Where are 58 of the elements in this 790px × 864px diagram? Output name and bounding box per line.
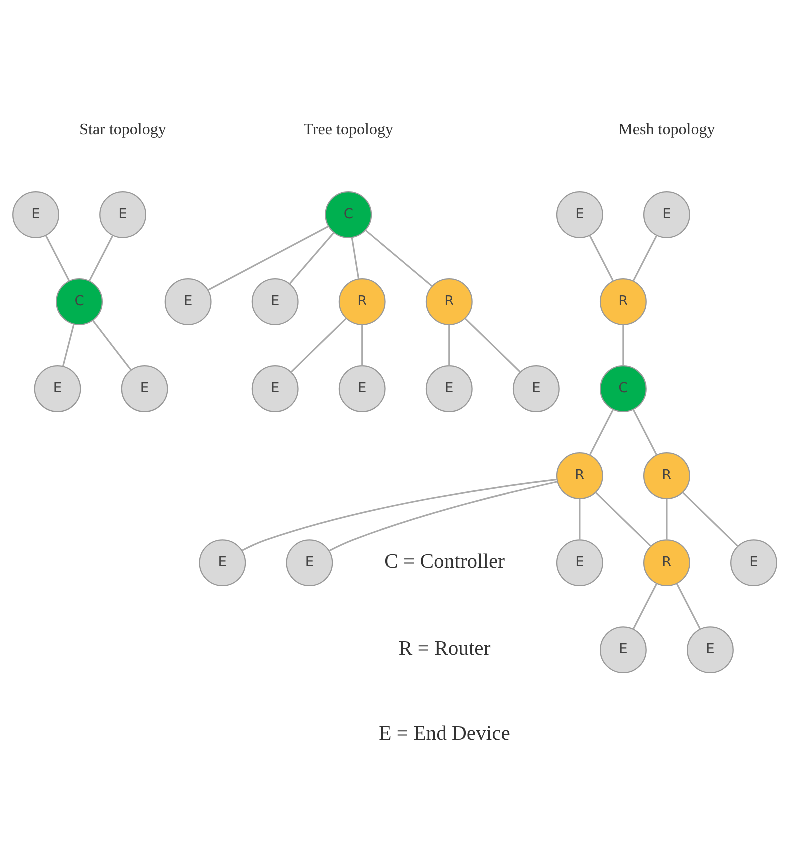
node-circle: E <box>164 278 212 325</box>
label: C = Controller <box>384 550 506 573</box>
connector <box>62 324 75 366</box>
node-circle: R <box>643 539 690 586</box>
node-circle: E <box>121 365 168 412</box>
connector <box>682 492 739 547</box>
connector <box>632 408 658 456</box>
connector <box>92 320 132 370</box>
node-circle: C <box>56 278 103 325</box>
label: Star topology <box>80 120 166 138</box>
connector <box>365 229 433 286</box>
connector <box>676 582 702 630</box>
connector <box>362 324 364 366</box>
connector <box>328 480 558 552</box>
label: Mesh topology <box>618 120 716 138</box>
connector <box>289 232 335 284</box>
node-circle: R <box>426 278 473 325</box>
node-circle: E <box>252 278 299 325</box>
label: E = End Device <box>379 722 510 744</box>
node-circle: R <box>556 452 604 499</box>
connector <box>579 498 581 540</box>
connector <box>632 234 658 282</box>
node-circle: E <box>100 190 147 238</box>
connector <box>589 408 614 456</box>
label: Tree topology <box>304 120 394 138</box>
node-circle: R <box>643 452 690 499</box>
connector <box>88 234 114 282</box>
node-circle: R <box>600 278 647 325</box>
node-circle: E <box>286 539 334 586</box>
node-circle: C <box>600 365 647 412</box>
node-circle: E <box>199 539 246 586</box>
node-circle: E <box>426 365 473 412</box>
connector <box>290 318 347 372</box>
node-circle: E <box>643 190 690 238</box>
connector <box>595 492 652 547</box>
node-circle: E <box>687 626 734 674</box>
connector <box>45 234 70 282</box>
connector <box>351 237 360 279</box>
connector <box>448 324 450 366</box>
connector <box>464 318 522 372</box>
connector <box>666 498 668 540</box>
node-circle: E <box>556 539 604 586</box>
node-circle: R <box>338 278 386 325</box>
node-circle: E <box>34 365 82 412</box>
connector <box>242 478 558 551</box>
node-circle: E <box>556 190 604 238</box>
connector <box>632 582 658 630</box>
node-circle: E <box>252 365 299 412</box>
connector <box>589 234 614 282</box>
label: R = Router <box>398 638 491 660</box>
node-circle: E <box>600 626 647 674</box>
node-circle: E <box>12 190 60 238</box>
node-circle: C <box>325 190 372 238</box>
node-circle: E <box>730 539 778 586</box>
connector <box>622 324 624 366</box>
node-circle: E <box>512 365 560 412</box>
node-circle: E <box>338 365 386 412</box>
connector <box>208 225 330 290</box>
